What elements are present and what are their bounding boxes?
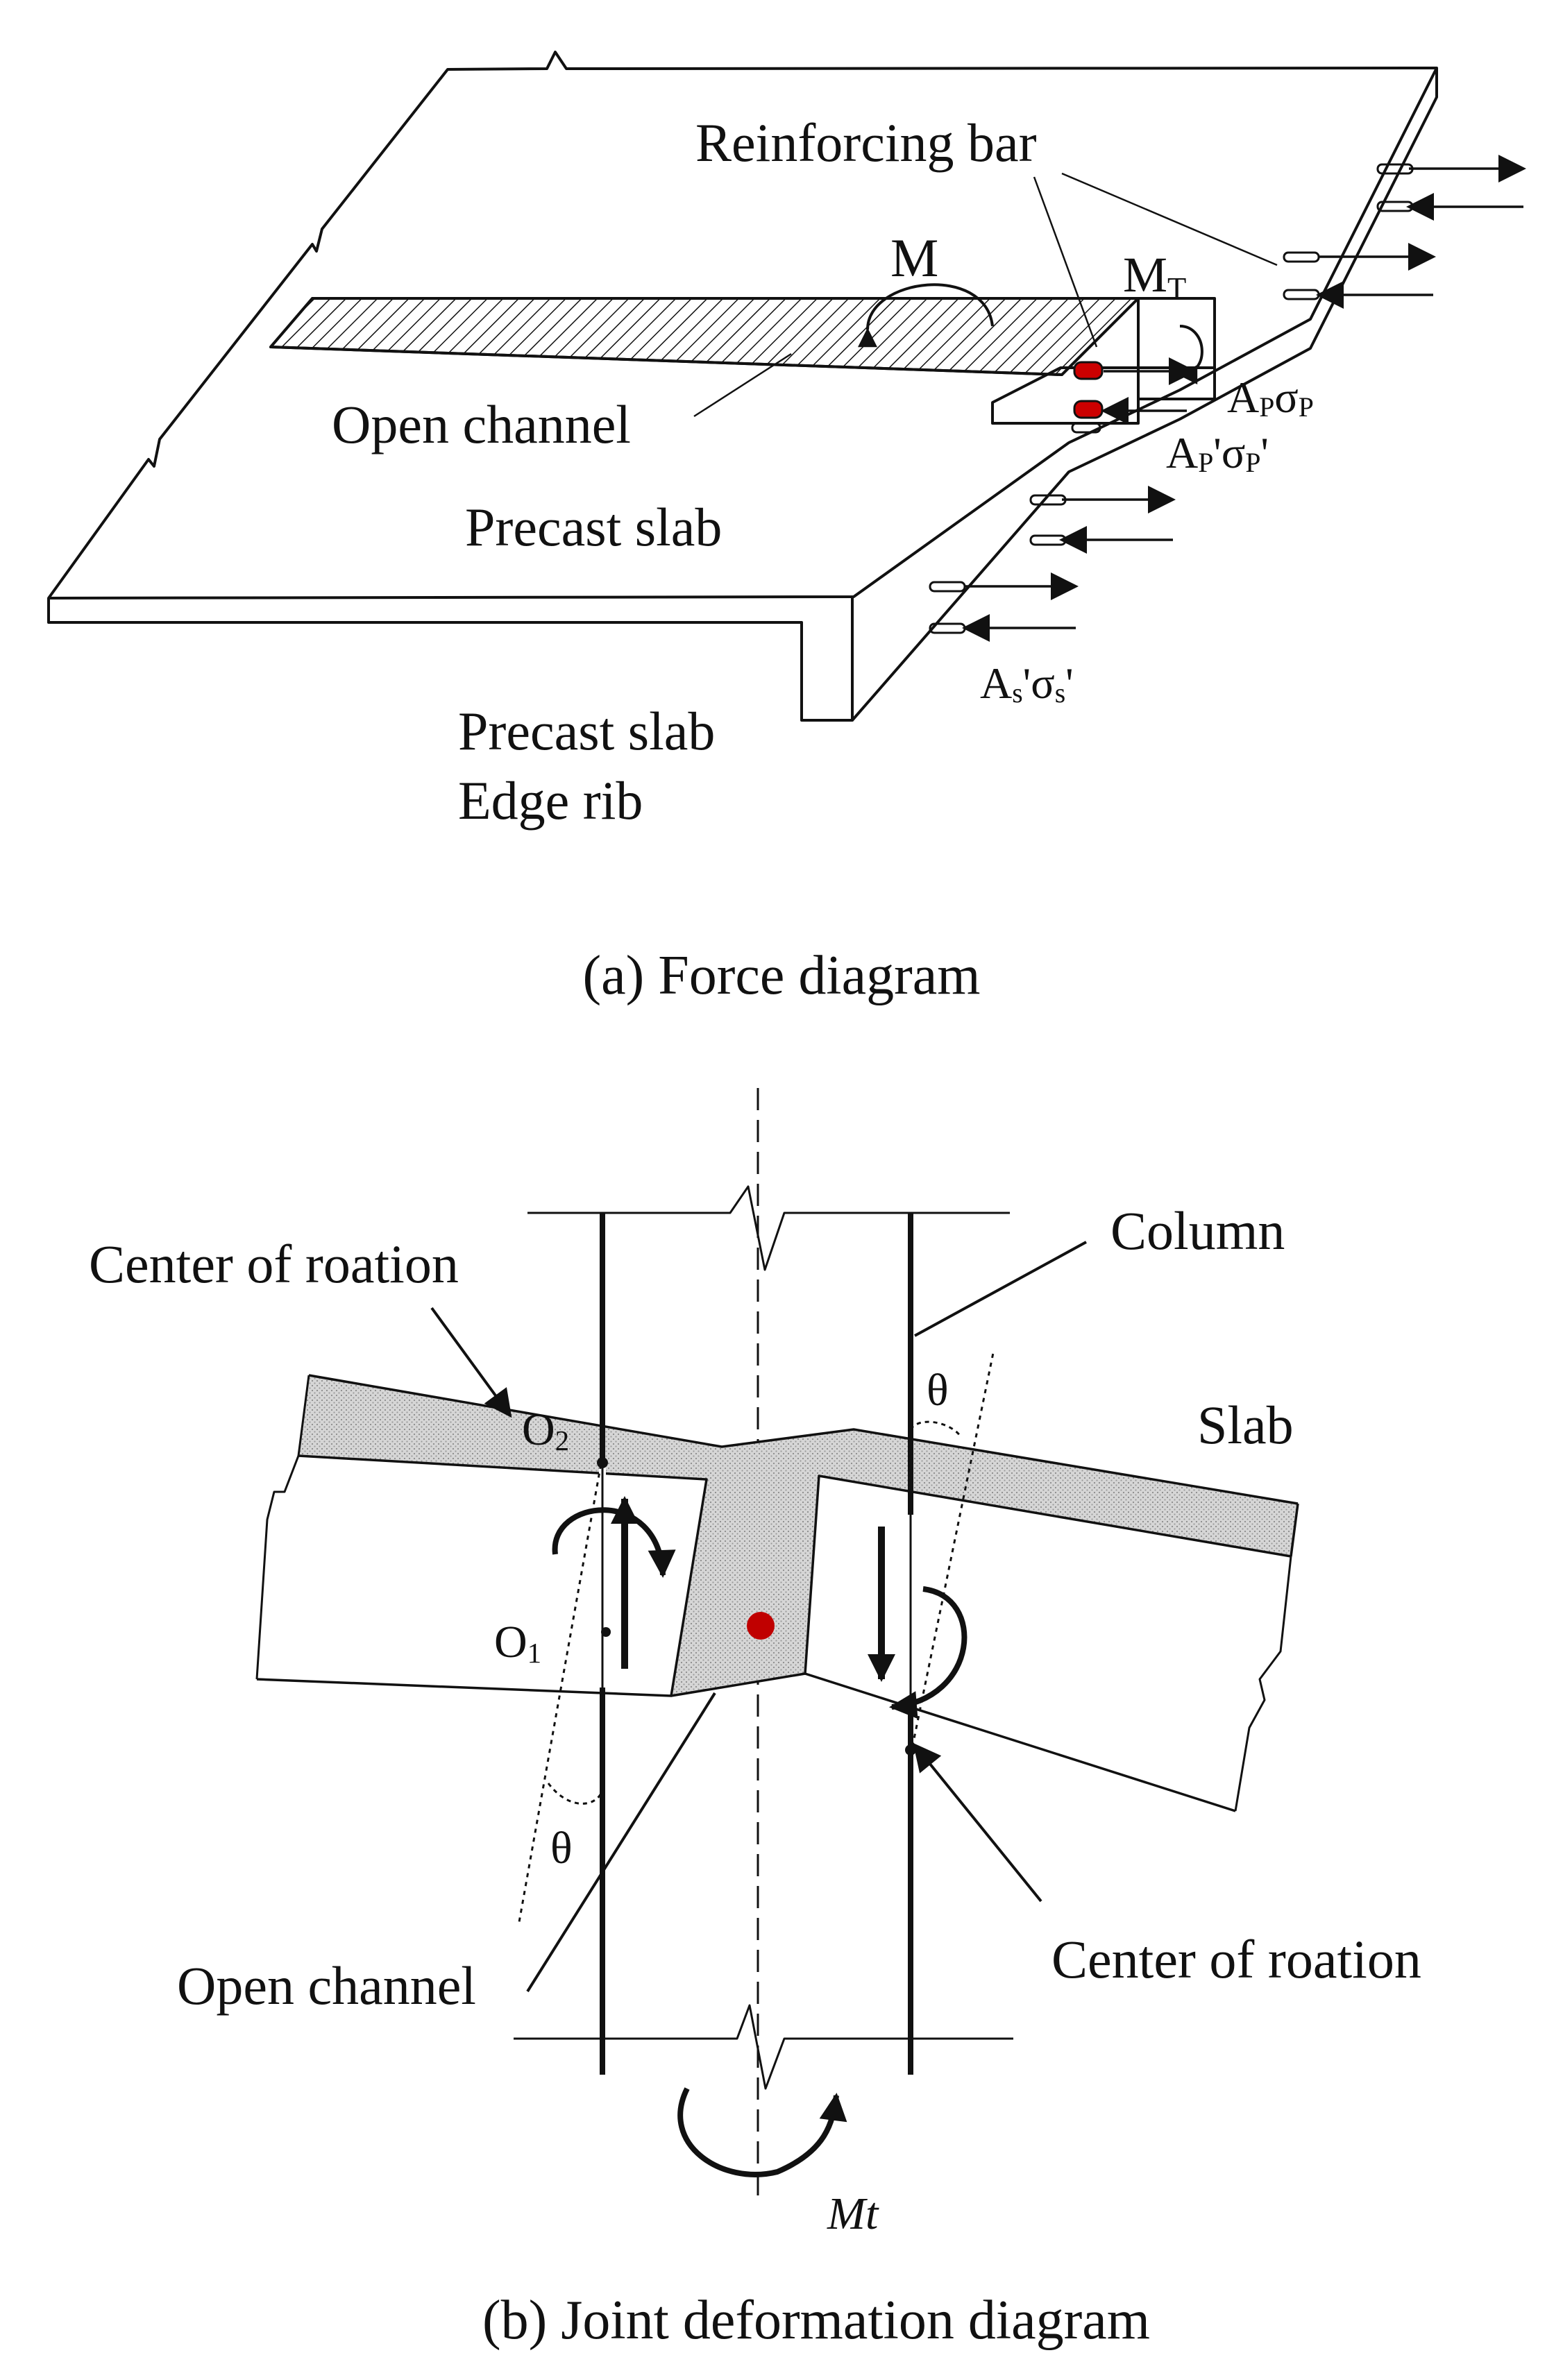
label-as-sigma-s-prime: As'σs' bbox=[980, 658, 1074, 708]
label-ap-sigma-p: APσP bbox=[1227, 373, 1314, 423]
leader-center-rotation-right bbox=[913, 1742, 1042, 1903]
label-o2: O2 bbox=[522, 1404, 569, 1456]
joint-center-dot bbox=[747, 1612, 775, 1640]
caption-panel-a: (a) Force diagram bbox=[582, 945, 980, 1006]
label-precast-slab: Precast slab bbox=[465, 497, 722, 557]
leader-center-rotation-left bbox=[430, 1307, 512, 1418]
rotation-arrow-right bbox=[889, 1586, 968, 1719]
precast-slab-top-surface bbox=[47, 51, 1438, 600]
column-break-bottom bbox=[514, 2004, 1013, 2090]
slab-right-break bbox=[1234, 1556, 1292, 1812]
point-o1 bbox=[601, 1627, 611, 1637]
rebar-stubs bbox=[929, 163, 1414, 634]
label-mt: Mt bbox=[827, 2188, 879, 2239]
joint-box-upper bbox=[1137, 297, 1216, 400]
theta-arc-right bbox=[909, 1420, 962, 1437]
prestressing-tendon-upper bbox=[1073, 361, 1104, 380]
precast-slab-right-face bbox=[851, 68, 1438, 722]
mt-moment-arrow bbox=[677, 2087, 847, 2177]
slab-top-edge bbox=[308, 1374, 1299, 1505]
label-o1: O1 bbox=[494, 1617, 541, 1669]
theta-arc-left bbox=[547, 1783, 604, 1805]
rotated-axis-left bbox=[518, 1455, 604, 1923]
open-channel-band-outline bbox=[269, 297, 1140, 376]
label-center-of-rotation-left: Center of roation bbox=[89, 1234, 459, 1294]
slab-right-end bbox=[1290, 1503, 1299, 1557]
rotated-axis-right bbox=[909, 1349, 995, 1756]
label-ap-sigma-p-prime: AP'σP' bbox=[1166, 428, 1269, 478]
point-right-rotation bbox=[905, 1744, 916, 1756]
slab-right-block bbox=[804, 1474, 1292, 1812]
label-torsion: MT bbox=[1123, 247, 1186, 305]
joint-bottom bbox=[670, 1672, 806, 1697]
point-o2 bbox=[597, 1457, 608, 1468]
joint-box-lower bbox=[991, 366, 1140, 425]
label-precast-slab-edge-line2: Edge rib bbox=[458, 770, 643, 831]
label-reinforcing-bar: Reinforcing bar bbox=[695, 112, 1037, 173]
rebar-force-arrows bbox=[962, 155, 1526, 642]
label-moment: M bbox=[890, 228, 938, 288]
moment-arrow bbox=[857, 283, 994, 348]
label-open-channel-b: Open channel bbox=[177, 1955, 476, 2016]
caption-panel-b: (b) Joint deformation diagram bbox=[482, 2290, 1150, 2351]
rotation-arrow-left bbox=[552, 1507, 676, 1578]
label-open-channel-a: Open channel bbox=[332, 394, 631, 454]
panel-a-force-diagram bbox=[47, 51, 1526, 722]
joint-shaded bbox=[298, 1375, 1298, 1696]
leader-column bbox=[914, 1241, 1087, 1337]
slab-left-break bbox=[255, 1375, 310, 1680]
label-theta-left: θ bbox=[550, 1823, 573, 1873]
label-slab: Slab bbox=[1197, 1395, 1294, 1455]
label-center-of-rotation-right: Center of roation bbox=[1051, 1929, 1421, 1989]
column-break-top bbox=[527, 1185, 1010, 1271]
label-column: Column bbox=[1110, 1200, 1285, 1261]
leader-open-channel bbox=[526, 1692, 716, 1993]
slab-left-block bbox=[256, 1454, 708, 1697]
label-precast-slab-edge-line1: Precast slab bbox=[458, 701, 715, 761]
precast-slab-front-face bbox=[47, 597, 854, 722]
panel-b-joint-deformation bbox=[255, 1088, 1299, 2200]
label-theta-right: θ bbox=[927, 1365, 949, 1416]
prestressing-tendon-lower bbox=[1073, 400, 1104, 419]
